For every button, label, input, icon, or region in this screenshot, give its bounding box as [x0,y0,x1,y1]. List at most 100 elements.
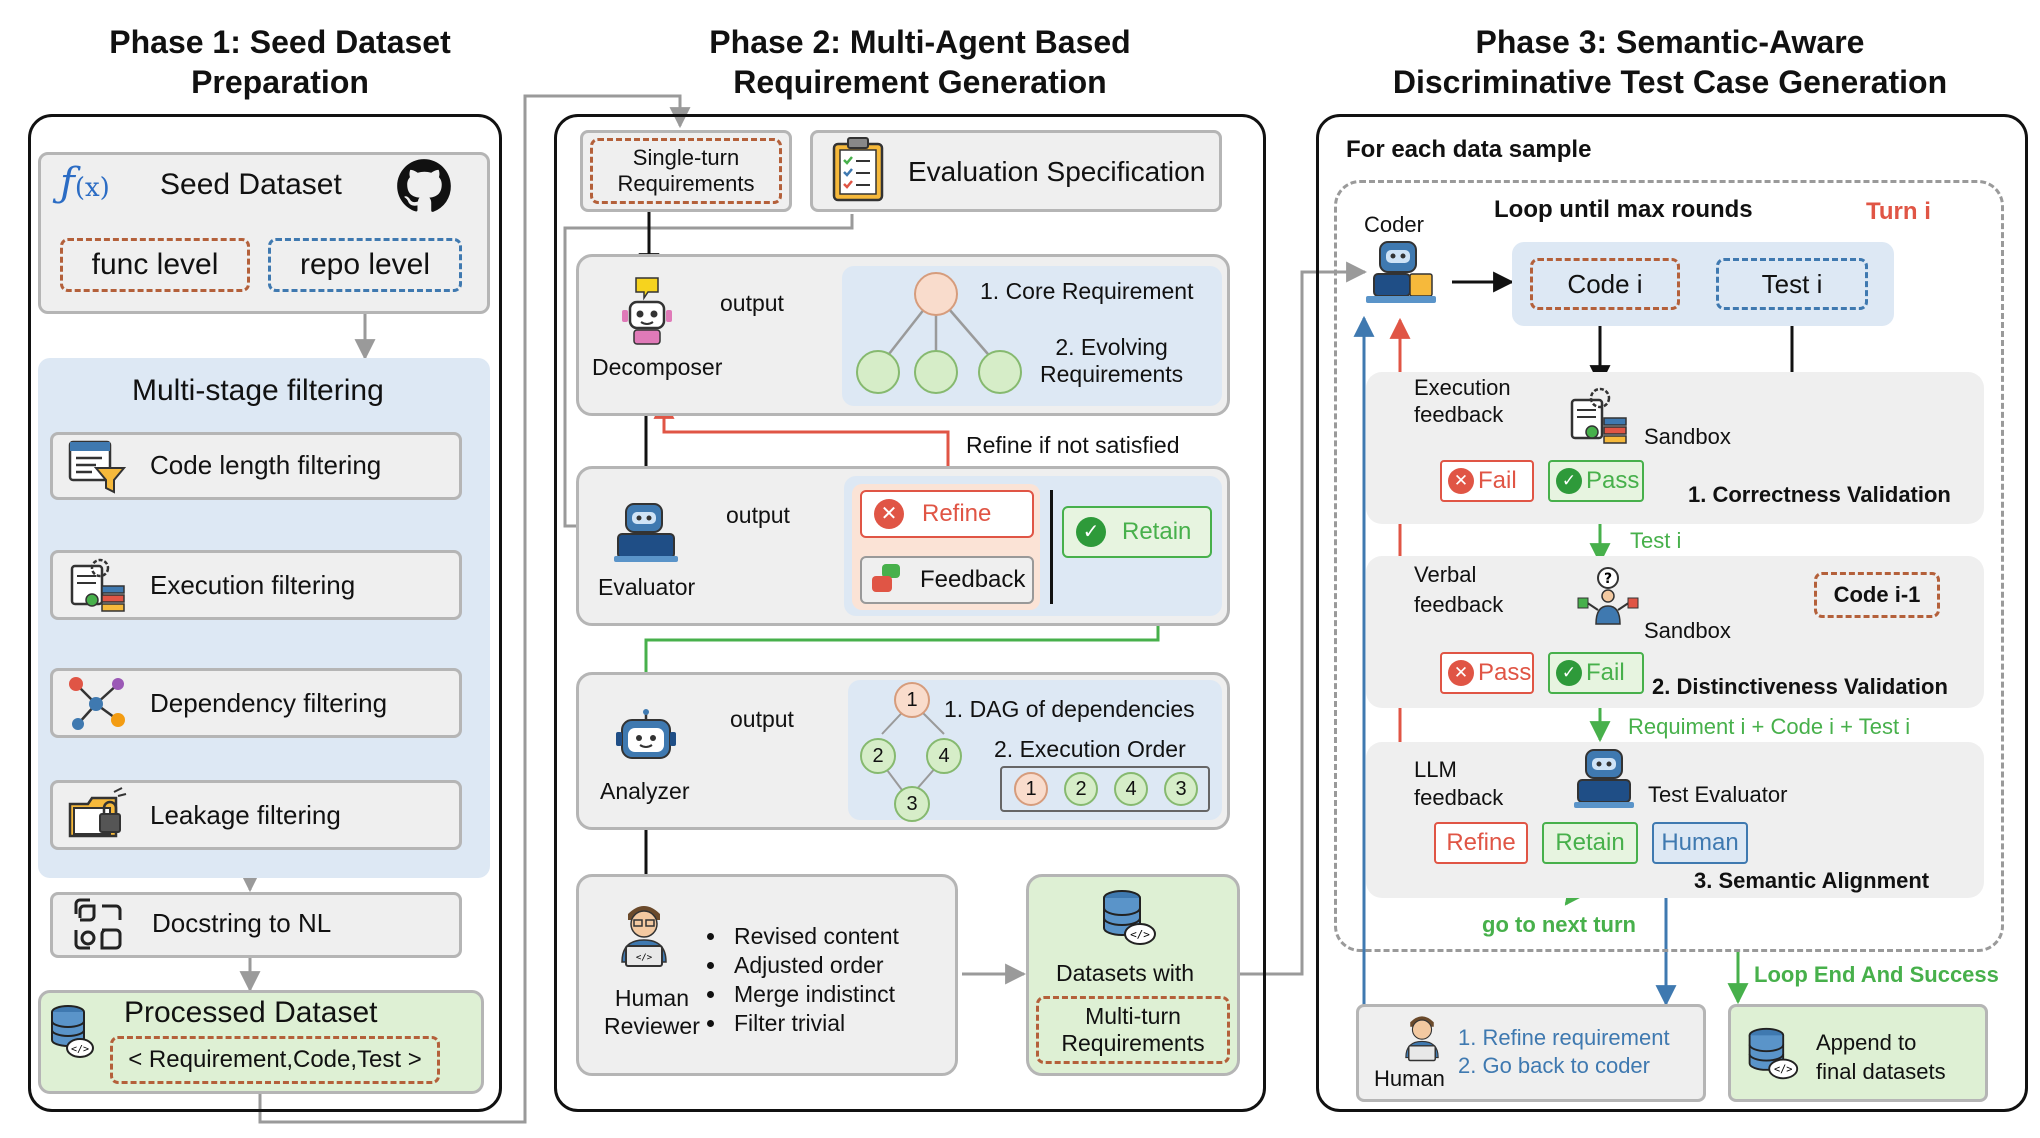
dag-node-4: 4 [926,738,962,774]
test-i-flow-label: Test i [1630,528,1682,553]
svg-text:</>: </> [636,953,653,963]
execution-filter-label: Execution filtering [150,570,356,600]
analyzer-label: Analyzer [600,778,690,804]
chat-bubbles-icon [872,564,904,596]
processed-tuple-tag: < Requirement,Code,Test > [110,1036,440,1084]
dag-node-2: 2 [860,738,896,774]
dag-node-1: 1 [894,682,930,718]
review-item-adjusted: Adjusted order [728,951,899,980]
phase1-title: Phase 1: Seed Dataset Preparation [80,22,480,102]
feedback-label: Feedback [920,566,1026,593]
append-line1: Append to [1816,1030,1917,1055]
order-node-3-label: 3 [1175,777,1187,800]
datasets-with-label: Datasets with [1056,960,1195,986]
verbal-feedback-line1: Verbal [1414,562,1477,587]
phase3-title: Phase 3: Semantic-Aware Discriminative T… [1340,22,2000,102]
turn-i-label: Turn i [1866,198,1931,225]
code-i-label: Code i [1567,268,1643,299]
connector-p2-to-p3 [1238,261,1368,976]
pass-tag-distinct: ✕ Pass [1440,652,1534,694]
review-items-list: Revised content Adjusted order Merge ind… [694,922,899,1038]
phase2-panel [554,114,1266,1112]
processed-dataset-label: Processed Dataset [124,996,378,1029]
test-i-tag: Test i [1716,258,1868,310]
retain-label-semantic: Retain [1555,829,1625,856]
refine-if-not-satisfied-label: Refine if not satisfied [966,432,1180,458]
phase2-title: Phase 2: Multi-Agent Based Requirement G… [640,22,1200,102]
multi-turn-tag: Multi-turn Requirements [1036,996,1230,1064]
svg-text:?: ? [1604,571,1612,587]
func-level-label: func level [91,248,219,281]
decomposer-output-area [842,266,1222,406]
code-i-1-label: Code i-1 [1833,582,1921,607]
refine-label: Refine [922,500,992,527]
docstring-nl-icon [74,898,122,950]
phase2-title-line2: Requirement Generation [733,64,1107,100]
loop-end-label: Loop End And Success [1754,962,1999,987]
sandbox-icon [1570,387,1627,444]
human-label-semantic: Human [1661,829,1739,856]
human-icon [1405,1016,1439,1062]
dependency-filter-icon [69,677,125,730]
code-i-tag: Code i [1530,258,1680,310]
repo-level-label: repo level [299,248,431,281]
sandbox-label-2: Sandbox [1644,618,1731,643]
phase1-title-line2: Preparation [191,64,369,100]
loop-until-label: Loop until max rounds [1494,196,1753,223]
human-actions: 1. Refine requirement 2. Go back to code… [1458,1024,1670,1080]
single-turn-tag: Single-turn Requirements [590,138,782,204]
order-node-2-label: 2 [1075,777,1087,800]
append-line2: final datasets [1816,1059,1946,1084]
core-requirement-label: 1. Core Requirement [980,278,1194,304]
thinking-person-icon: ? [1577,567,1639,625]
sandbox-label-1: Sandbox [1644,424,1731,449]
multi-turn-line1: Multi-turn [1085,1003,1181,1029]
order-node-1-label: 1 [1025,777,1037,800]
svg-text:</>: </> [1130,928,1150,941]
order-node-2: 2 [1064,772,1098,806]
refine-tag: ✕ Refine [860,490,1034,538]
svg-text:</>: </> [71,1044,89,1055]
filter-code-length-box [50,432,462,500]
pass-label-1: Pass [1586,467,1640,494]
seed-dataset-label: Seed Dataset [160,168,342,201]
code-i-1-tag: Code i-1 [1814,572,1940,618]
processed-tuple-label: < Requirement,Code,Test > [128,1046,422,1073]
refine-tag-semantic: Refine [1434,822,1528,864]
dag-node-2-label: 2 [872,744,884,767]
repo-level-tag: repo level [268,238,462,292]
retain-tag: ✓ Retain [1062,506,1212,558]
single-turn-box [580,130,792,212]
phase3-panel [1316,114,2028,1112]
analyzer-output-label: output [730,706,794,732]
pass-label-2: Pass [1478,659,1532,686]
dag-node-1-label: 1 [906,688,918,711]
semantic-alignment-label: 3. Semantic Alignment [1694,868,1930,893]
evolving-line1: 2. Evolving [1055,334,1168,360]
loop-boundary [1334,180,2004,952]
single-turn-line1: Single-turn [632,145,740,170]
cross-icon: ✕ [1448,468,1474,494]
code-test-area [1512,242,1894,326]
single-turn-line2: Requirements [617,171,755,196]
verbal-feedback-label: Verbal feedback [1414,560,1503,620]
svg-text:</>: </> [1774,1064,1793,1076]
github-icon [397,159,451,212]
human-tag-semantic: Human [1652,822,1748,864]
phase3-title-line2: Discriminative Test Case Generation [1392,64,1948,100]
feedback-tag: Feedback [860,556,1034,604]
dag-label: 1. DAG of dependencies [944,696,1195,722]
leakage-filter-label: Leakage filtering [150,800,341,830]
human-reviewer-line2: Reviewer [604,1013,700,1039]
pass-tag-correctness: ✓ Pass [1548,460,1644,502]
evaluation-spec-label: Evaluation Specification [908,156,1206,187]
check-icon: ✓ [1076,517,1106,547]
docstring-label: Docstring to NL [152,908,332,938]
human-reviewer-icon: </> [621,906,667,967]
correctness-validation-label: 1. Correctness Validation [1688,482,1951,507]
clipboard-icon [832,137,884,202]
decomposer-output-label: output [720,290,784,316]
arrow-refine-loop [653,397,950,490]
code-length-filter-label: Code length filtering [150,450,382,480]
